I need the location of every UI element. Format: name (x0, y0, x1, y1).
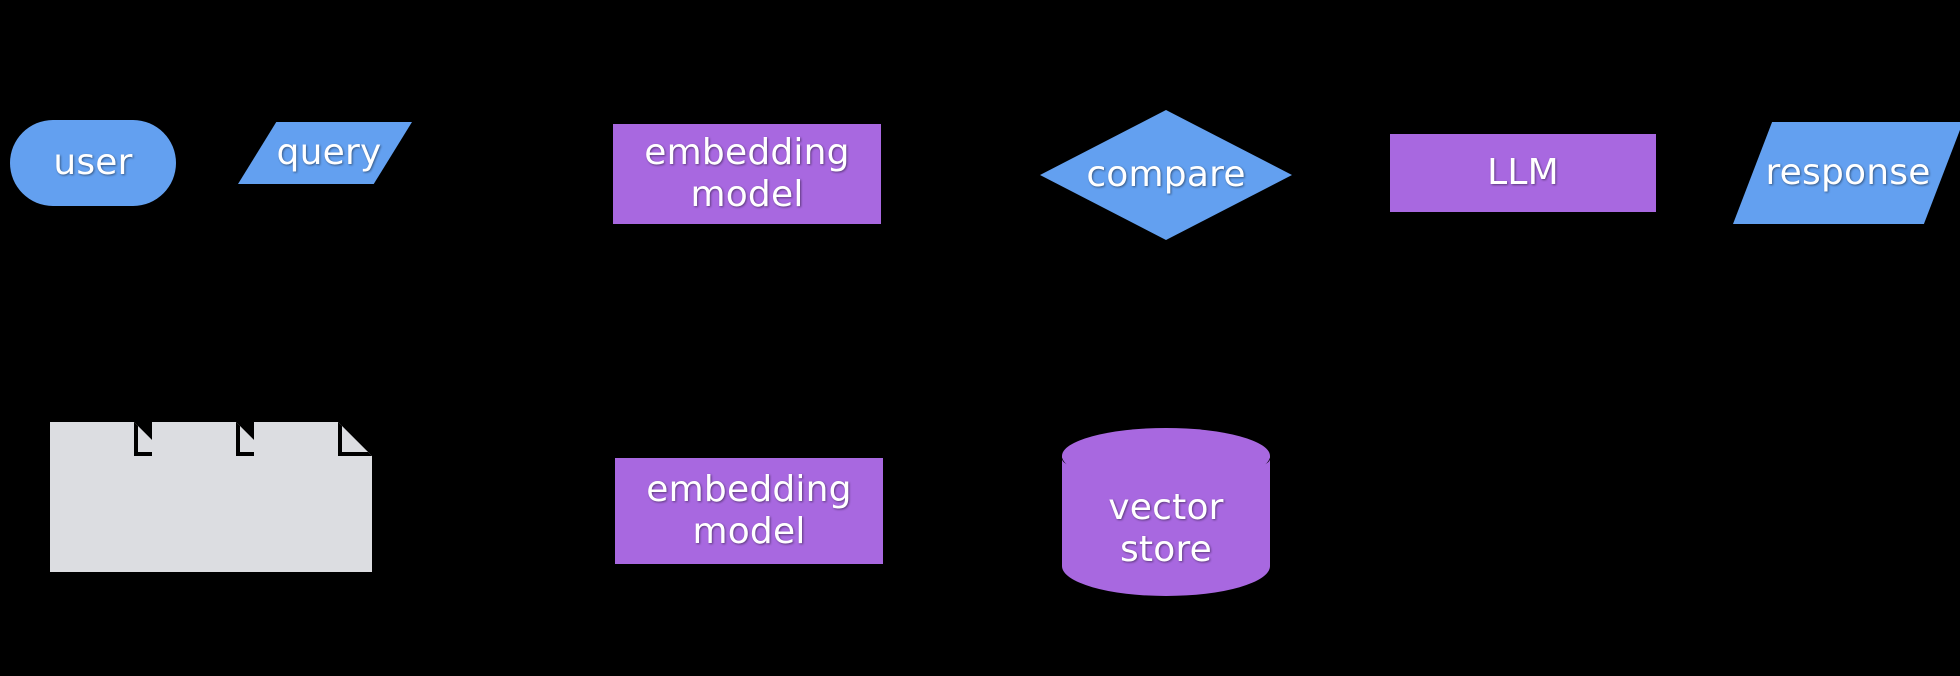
node-embedding-model-docs-label: embedding model (646, 468, 852, 552)
node-user-label: user (53, 141, 133, 183)
node-embedding-model-docs[interactable]: embedding model (615, 458, 883, 564)
node-query-label: query (276, 131, 382, 173)
node-llm-label: LLM (1487, 151, 1559, 193)
node-response-label: response (1765, 151, 1931, 193)
document-icon[interactable] (152, 422, 270, 572)
node-embedding-model-query-label: embedding model (644, 131, 850, 215)
node-user[interactable]: user (10, 120, 176, 206)
node-embedding-model-query[interactable]: embedding model (613, 124, 881, 224)
document-icon[interactable] (254, 422, 372, 572)
node-llm[interactable]: LLM (1390, 134, 1656, 212)
diamond-shape (1040, 110, 1292, 240)
node-query[interactable]: query (238, 122, 412, 184)
node-vector-store[interactable]: vector store (1062, 428, 1270, 596)
document-icon[interactable] (50, 422, 168, 572)
node-response[interactable]: response (1733, 122, 1960, 224)
cylinder-top-ellipse (1062, 428, 1270, 484)
node-compare[interactable]: compare (1040, 110, 1292, 240)
